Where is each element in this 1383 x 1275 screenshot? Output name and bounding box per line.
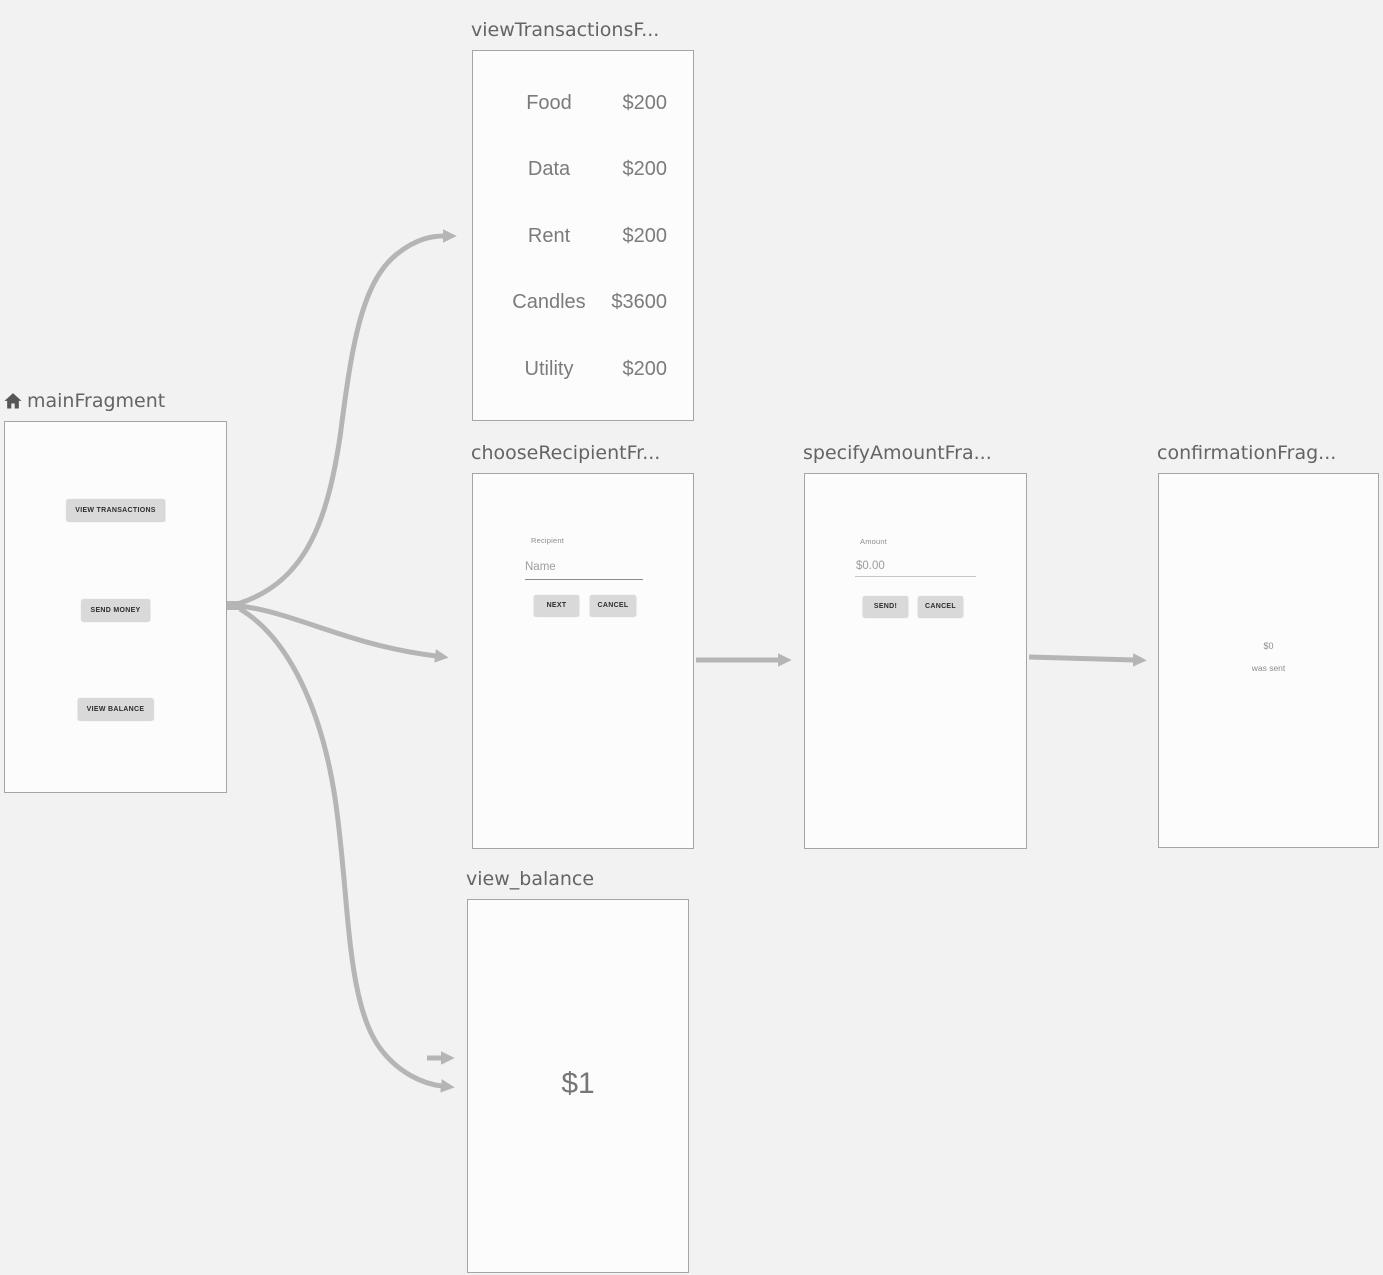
home-icon xyxy=(4,393,22,409)
recipient-name-input[interactable]: Name xyxy=(525,561,556,573)
transaction-amount: $200 xyxy=(622,358,668,380)
next-button[interactable]: NEXT xyxy=(534,595,579,616)
transaction-row: Rent $200 xyxy=(473,225,693,251)
fragment-view-transactions-title: viewTransactionsF... xyxy=(471,19,660,41)
transaction-row: Food $200 xyxy=(473,92,693,118)
confirmation-amount-text: $0 xyxy=(1263,641,1274,651)
fragment-confirmation-title: confirmationFrag... xyxy=(1157,442,1337,464)
transaction-label: Data xyxy=(527,158,571,180)
action-arrow-main-to-chooserecipient[interactable] xyxy=(239,603,449,663)
fragment-view-balance[interactable]: view_balance $1 xyxy=(466,868,689,1273)
fragment-choose-recipient[interactable]: chooseRecipientFr... Recipient Name NEXT… xyxy=(471,442,694,849)
fragment-confirmation-preview[interactable]: $0 was sent xyxy=(1158,473,1379,848)
fragment-specify-amount[interactable]: specifyAmountFra... Amount $0.00 SEND! C… xyxy=(803,442,1027,849)
action-arrow-specifyamount-to-confirmation[interactable] xyxy=(1028,653,1147,667)
fragment-choose-recipient-title: chooseRecipientFr... xyxy=(471,442,661,464)
transaction-amount: $3600 xyxy=(611,291,667,313)
fragment-main-title: mainFragment xyxy=(27,390,166,412)
transaction-row: Utility $200 xyxy=(473,358,693,384)
transaction-label: Food xyxy=(526,92,572,114)
fragment-view-transactions-preview[interactable]: Food $200 Data $200 Rent $200 Candles $3… xyxy=(472,50,694,421)
action-arrow-main-to-viewtransactions[interactable] xyxy=(239,229,457,606)
fragment-view-balance-header: view_balance xyxy=(466,865,594,893)
transaction-row: Candles $3600 xyxy=(473,291,693,317)
view-balance-button[interactable]: VIEW BALANCE xyxy=(77,698,154,720)
balance-amount-text: $1 xyxy=(561,1067,595,1100)
fragment-specify-amount-header: specifyAmountFra... xyxy=(803,439,992,467)
amount-input[interactable]: $0.00 xyxy=(856,560,885,572)
fragment-choose-recipient-preview[interactable]: Recipient Name NEXT CANCEL xyxy=(472,473,694,849)
fragment-view-balance-preview[interactable]: $1 xyxy=(467,899,689,1273)
cancel-button[interactable]: CANCEL xyxy=(918,596,963,617)
recipient-field-label: Recipient xyxy=(531,536,565,545)
fragment-specify-amount-title: specifyAmountFra... xyxy=(803,442,992,464)
fragment-confirmation[interactable]: confirmationFrag... $0 was sent xyxy=(1157,442,1379,848)
amount-input-underline xyxy=(855,576,976,577)
transaction-row: Data $200 xyxy=(473,158,693,184)
fragment-choose-recipient-header: chooseRecipientFr... xyxy=(471,439,660,467)
confirmation-message-text: was sent xyxy=(1251,663,1286,673)
amount-field-label: Amount xyxy=(860,537,888,546)
fragment-view-transactions-header: viewTransactionsF... xyxy=(471,16,659,44)
fragment-specify-amount-preview[interactable]: Amount $0.00 SEND! CANCEL xyxy=(804,473,1027,849)
send-button[interactable]: SEND! xyxy=(863,596,908,617)
recipient-input-underline xyxy=(525,579,643,580)
send-money-button[interactable]: SEND MONEY xyxy=(81,599,150,621)
transaction-amount: $200 xyxy=(622,225,668,247)
fragment-view-transactions[interactable]: viewTransactionsF... Food $200 Data $200… xyxy=(471,19,694,421)
cancel-button[interactable]: CANCEL xyxy=(590,595,636,616)
transaction-label: Candles xyxy=(512,291,586,313)
view-transactions-button[interactable]: VIEW TRANSACTIONS xyxy=(66,499,165,521)
transaction-amount: $200 xyxy=(622,158,668,180)
fragment-confirmation-header: confirmationFrag... xyxy=(1157,439,1336,467)
fragment-main-header: mainFragment xyxy=(3,387,165,415)
transaction-label: Rent xyxy=(527,225,571,247)
action-arrow-main-to-viewbalance[interactable] xyxy=(238,606,455,1093)
fragment-main-preview[interactable]: VIEW TRANSACTIONS SEND MONEY VIEW BALANC… xyxy=(4,421,227,793)
transaction-label: Utility xyxy=(524,358,574,380)
fragment-main[interactable]: mainFragment VIEW TRANSACTIONS SEND MONE… xyxy=(4,390,227,793)
fragment-view-balance-title: view_balance xyxy=(466,868,595,890)
transaction-amount: $200 xyxy=(622,92,668,114)
